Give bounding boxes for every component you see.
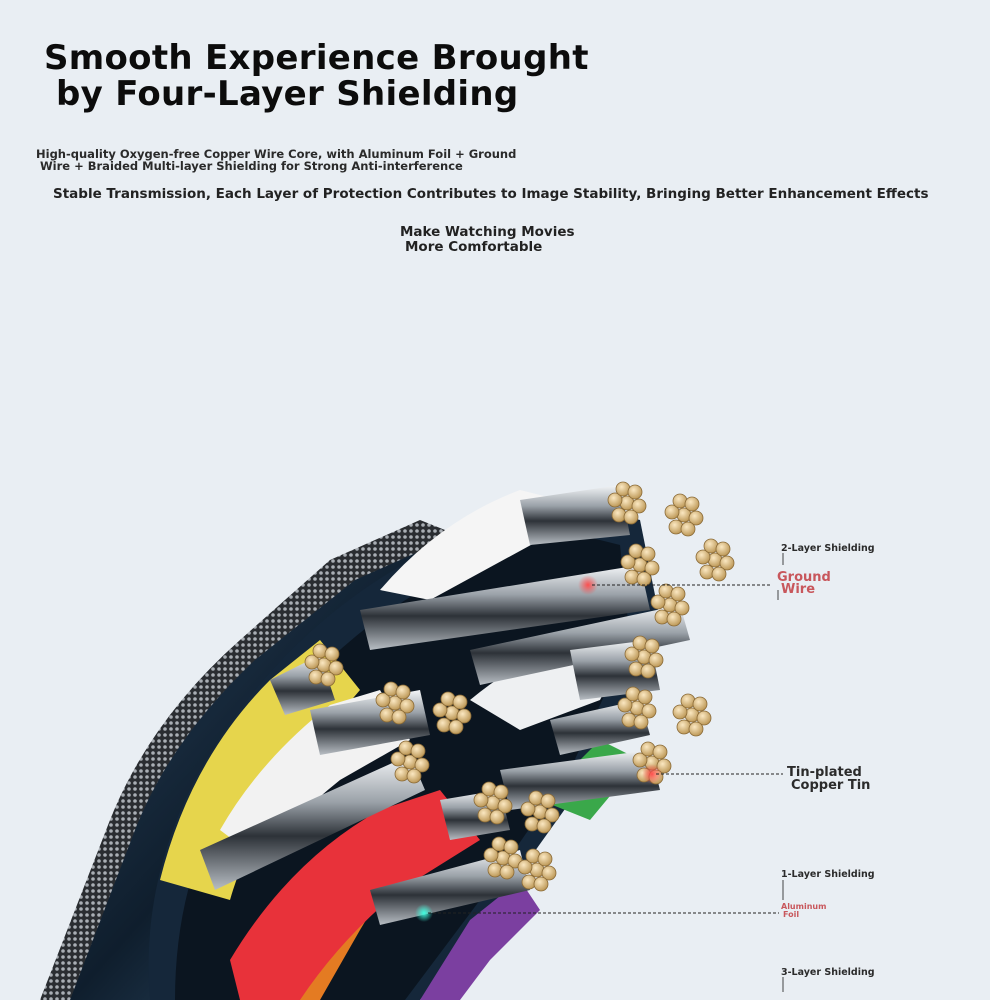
ground-wire-label: Ground Wire <box>777 570 831 597</box>
callout: Make Watching Movies More Comfortable <box>400 225 575 255</box>
callout-markers <box>415 575 662 922</box>
tin-plated-label-line-2: Copper Tin <box>791 778 871 793</box>
shield-2-label: 2-Layer Shielding <box>781 543 875 554</box>
title-line-1: Smooth Experience Brought <box>44 38 589 78</box>
aluminum-foil-label-line-1: Aluminum <box>781 902 827 911</box>
subtitle: High-quality Oxygen-free Copper Wire Cor… <box>36 148 516 172</box>
shield-marker-lines <box>777 553 784 992</box>
subtitle-line-2: Wire + Braided Multi-layer Shielding for… <box>40 159 463 173</box>
shield-3-label: 3-Layer Shielding <box>781 967 875 978</box>
insulated-conductors <box>160 490 640 1000</box>
title-line-2: by Four-Layer Shielding <box>56 74 519 114</box>
callout-leader-lines <box>428 584 783 914</box>
ground-wire-label-line-1: Ground <box>777 570 831 585</box>
aluminum-foil-label-line-2: Foil <box>783 910 800 919</box>
page-title: Smooth Experience Brought by Four-Layer … <box>44 40 589 112</box>
callout-line-2: More Comfortable <box>405 239 543 255</box>
tin-plated-label: Tin-plated Copper Tin <box>787 766 870 792</box>
callout-line-1: Make Watching Movies <box>400 224 575 240</box>
tagline: Stable Transmission, Each Layer of Prote… <box>53 186 929 202</box>
aluminum-foil-label: Aluminum Foil <box>781 903 826 919</box>
stranded-copper-bundles <box>200 481 735 925</box>
shield-1-label: 1-Layer Shielding <box>781 869 875 880</box>
subtitle-line-1: High-quality Oxygen-free Copper Wire Cor… <box>36 147 517 161</box>
ground-wire-label-line-2: Wire <box>781 582 816 597</box>
tin-plated-label-line-1: Tin-plated <box>787 765 862 780</box>
